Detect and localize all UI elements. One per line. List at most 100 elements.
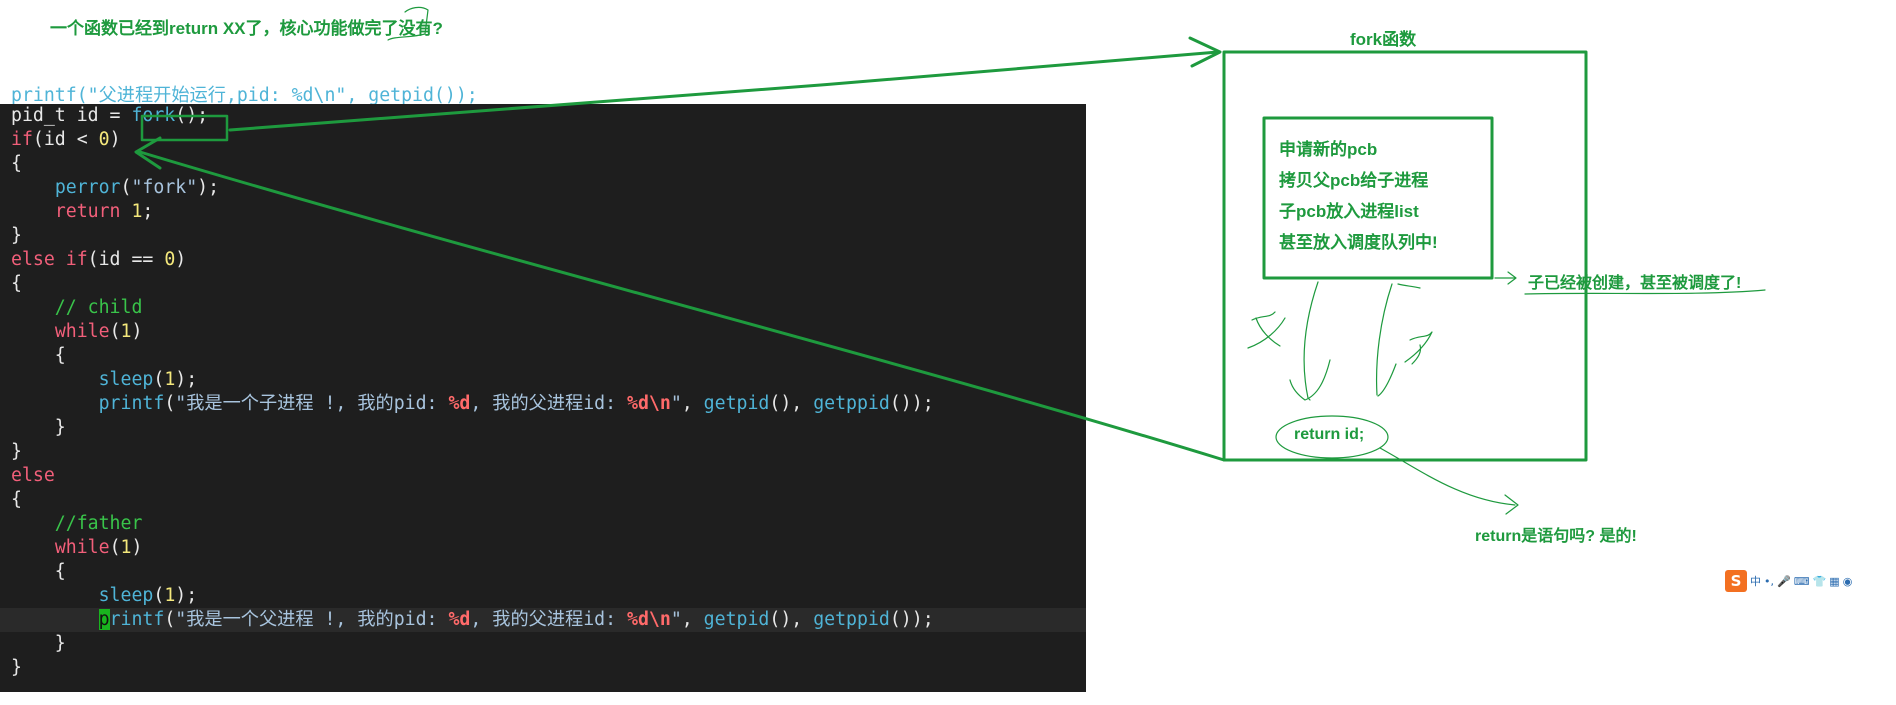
code-token: ,	[681, 609, 704, 630]
code-line: {	[11, 560, 1086, 584]
code-token: (),	[769, 609, 814, 630]
code-line: {	[11, 344, 1086, 368]
code-token: (	[109, 537, 121, 558]
code-token: )	[131, 321, 143, 342]
arrowhead-if	[134, 136, 162, 170]
return-id-label: return id;	[1294, 426, 1365, 443]
title-note: 一个函数已经到return XX了，核心功能做完了没有?	[50, 19, 443, 38]
code-token: while	[54, 321, 110, 342]
code-token: (	[120, 177, 132, 198]
code-token: getpid	[703, 609, 770, 630]
code-line: //father	[11, 512, 1086, 536]
code-token: rintf	[109, 609, 165, 630]
fork-step-3: 子pcb放入进程list	[1279, 202, 1419, 221]
code-line: // child	[11, 296, 1086, 320]
arrow-return-to-if	[138, 150, 1226, 462]
code-token: (id ==	[87, 249, 165, 270]
code-token: printf	[98, 393, 165, 414]
code-line: }	[11, 224, 1086, 248]
code-text: pid_t id = fork();if(id < 0){ perror("fo…	[0, 104, 1086, 680]
code-line: else	[11, 464, 1086, 488]
code-token: 0	[98, 129, 110, 150]
code-token: (	[153, 585, 165, 606]
code-token: }	[11, 657, 22, 678]
code-token: (	[109, 321, 121, 342]
code-token: getppid	[813, 609, 890, 630]
fork-step-2: 拷贝父pcb给子进程	[1279, 171, 1429, 190]
child-created-note: 子已经被创建，甚至被调度了!	[1528, 275, 1742, 292]
return-question-note: return是语句吗? 是的!	[1475, 528, 1637, 545]
code-line: {	[11, 488, 1086, 512]
code-token: )	[175, 249, 187, 270]
code-line: while(1)	[11, 320, 1086, 344]
code-token: {	[11, 561, 66, 582]
skin-icon[interactable]: 👕	[1812, 574, 1827, 588]
code-token: {	[11, 153, 22, 174]
code-token: pid_t id =	[11, 105, 132, 126]
punctuation-icon[interactable]: •,	[1764, 574, 1774, 588]
code-token: }	[11, 225, 22, 246]
fork-step-1: 申请新的pcb	[1279, 140, 1378, 159]
code-token: {	[11, 345, 66, 366]
code-token: if	[11, 129, 33, 150]
code-token: sleep	[98, 585, 154, 606]
code-token: )	[109, 129, 121, 150]
code-token: perror	[54, 177, 121, 198]
arrow-return-to-note	[1379, 447, 1516, 506]
code-token: );	[175, 585, 198, 606]
code-token: p	[98, 609, 110, 630]
return-id-circle	[1275, 415, 1389, 459]
code-token: "我是一个子进程 !, 我的pid:	[175, 393, 449, 414]
code-token: "	[670, 393, 682, 414]
title-underline-scribble	[387, 6, 429, 41]
code-token: %d\n	[627, 609, 671, 630]
code-token: ,	[681, 393, 704, 414]
code-editor[interactable]: pid_t id = fork();if(id < 0){ perror("fo…	[0, 104, 1086, 692]
code-line: return 1;	[11, 200, 1086, 224]
arrow-fork-to-box	[228, 50, 1220, 132]
code-line: sleep(1);	[11, 368, 1086, 392]
code-token: }	[11, 633, 66, 654]
code-top-partial-line: printf("父进程开始运行,pid: %d\n", getpid());	[11, 85, 478, 104]
code-token: //father	[11, 513, 143, 534]
microphone-icon[interactable]: 🎤	[1777, 574, 1791, 588]
code-token: 1	[120, 537, 132, 558]
fork-outer-box	[1222, 50, 1588, 462]
code-line: }	[11, 656, 1086, 680]
code-token: {	[11, 489, 22, 510]
code-token: "	[670, 609, 682, 630]
code-line: perror("fork");	[11, 176, 1086, 200]
code-token: getpid	[703, 393, 770, 414]
code-token: , 我的父进程id:	[470, 609, 627, 630]
settings-icon[interactable]: ◉	[1842, 574, 1853, 588]
code-token: getppid	[813, 393, 890, 414]
code-token: }	[11, 441, 22, 462]
handwriting-father-glyph	[1247, 311, 1286, 349]
tools-grid-icon[interactable]: ▦	[1829, 574, 1840, 588]
code-line: if(id < 0)	[11, 128, 1086, 152]
code-token: else	[11, 465, 55, 486]
code-line: else if(id == 0)	[11, 248, 1086, 272]
code-token: sleep	[98, 369, 154, 390]
code-token: 0	[164, 249, 176, 270]
ime-toolbar[interactable]: S 中 •, 🎤 ⌨ 👕 ▦ ◉	[1725, 570, 1852, 592]
code-token: %d\n	[627, 393, 671, 414]
chinese-mode-icon[interactable]: 中	[1750, 575, 1761, 588]
code-token: ;	[142, 201, 154, 222]
code-line: {	[11, 272, 1086, 296]
keyboard-icon[interactable]: ⌨	[1793, 574, 1810, 588]
fork-inner-box	[1262, 116, 1494, 280]
fork-call-highlight	[140, 114, 229, 142]
arrowhead-fork-box	[1188, 36, 1222, 68]
code-token: {	[11, 273, 22, 294]
code-line: printf("我是一个父进程 !, 我的pid: %d, 我的父进程id: %…	[0, 608, 1086, 632]
code-token: else if	[11, 249, 88, 270]
code-token: )	[131, 537, 143, 558]
code-line: }	[11, 632, 1086, 656]
code-token: (),	[769, 393, 814, 414]
code-token: );	[197, 177, 220, 198]
code-token: 1	[120, 321, 132, 342]
sogou-logo-icon[interactable]: S	[1725, 570, 1747, 592]
